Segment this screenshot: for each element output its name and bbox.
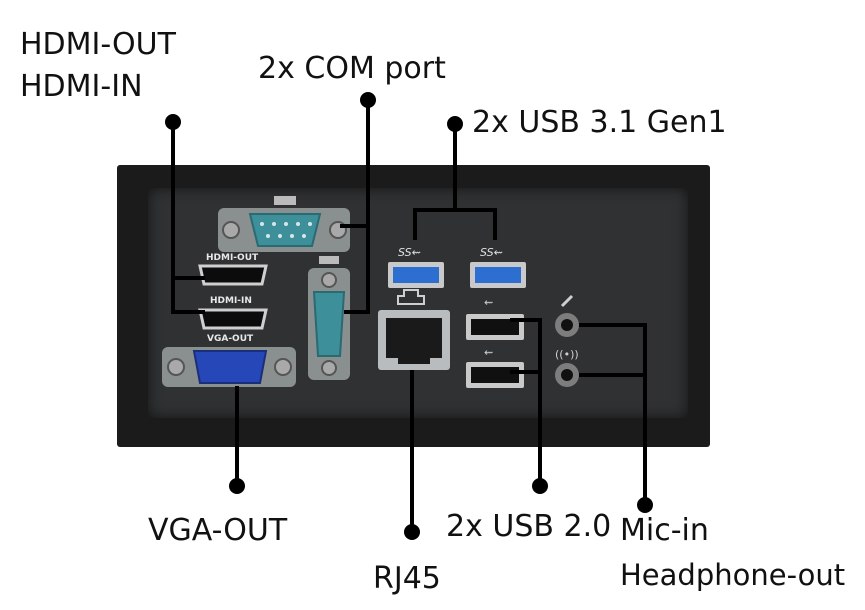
usb-icon: ⇜ <box>484 296 493 309</box>
usb31-port-1: SS⇜ <box>388 246 444 288</box>
vga-port <box>162 347 296 387</box>
mic-icon <box>560 294 574 308</box>
leader-dots <box>165 92 653 540</box>
hdmi-in-port <box>198 308 268 330</box>
usb-icon: ⇜ <box>484 346 493 359</box>
callout-usb20: 2x USB 2.0 <box>446 509 612 544</box>
callout-rj45: RJ45 <box>373 561 441 596</box>
network-icon <box>397 289 425 305</box>
panel-label-vga-out: VGA-OUT <box>207 334 254 344</box>
panel-label-hdmi-in: HDMI-IN <box>210 296 252 306</box>
rj45-port <box>378 289 450 370</box>
leader-com <box>340 100 370 228</box>
headphone-jack: ((•)) <box>555 348 579 387</box>
callout-com: 2x COM port <box>258 51 446 86</box>
ss-usb-icon: SS⇜ <box>398 246 421 259</box>
leader-usb31 <box>413 124 457 240</box>
usb20-port-1: ⇜ <box>466 296 524 340</box>
mic-jack <box>555 294 579 337</box>
callout-usb31: 2x USB 3.1 Gen1 <box>472 105 727 140</box>
leader-audio <box>579 323 647 505</box>
leader-usb20 <box>510 318 542 486</box>
panel-label-hdmi-out: HDMI-OUT <box>206 253 259 263</box>
callout-vga: VGA-OUT <box>148 513 288 548</box>
com-port-1 <box>218 196 350 252</box>
com-port-2 <box>308 256 350 380</box>
headphone-icon: ((•)) <box>555 348 579 361</box>
callout-headphone: Headphone-out <box>620 558 846 592</box>
usb31-port-2: SS⇜ <box>470 246 526 288</box>
usb20-port-2: ⇜ <box>466 346 524 388</box>
ss-usb-icon: SS⇜ <box>480 246 503 259</box>
callout-hdmi-out: HDMI-OUT <box>20 27 176 62</box>
callout-mic: Mic-in <box>620 513 709 548</box>
callout-hdmi-in: HDMI-IN <box>20 69 143 104</box>
leader-hdmi-out <box>171 122 205 280</box>
hdmi-out-port <box>198 264 268 286</box>
leader-lines <box>171 100 647 532</box>
